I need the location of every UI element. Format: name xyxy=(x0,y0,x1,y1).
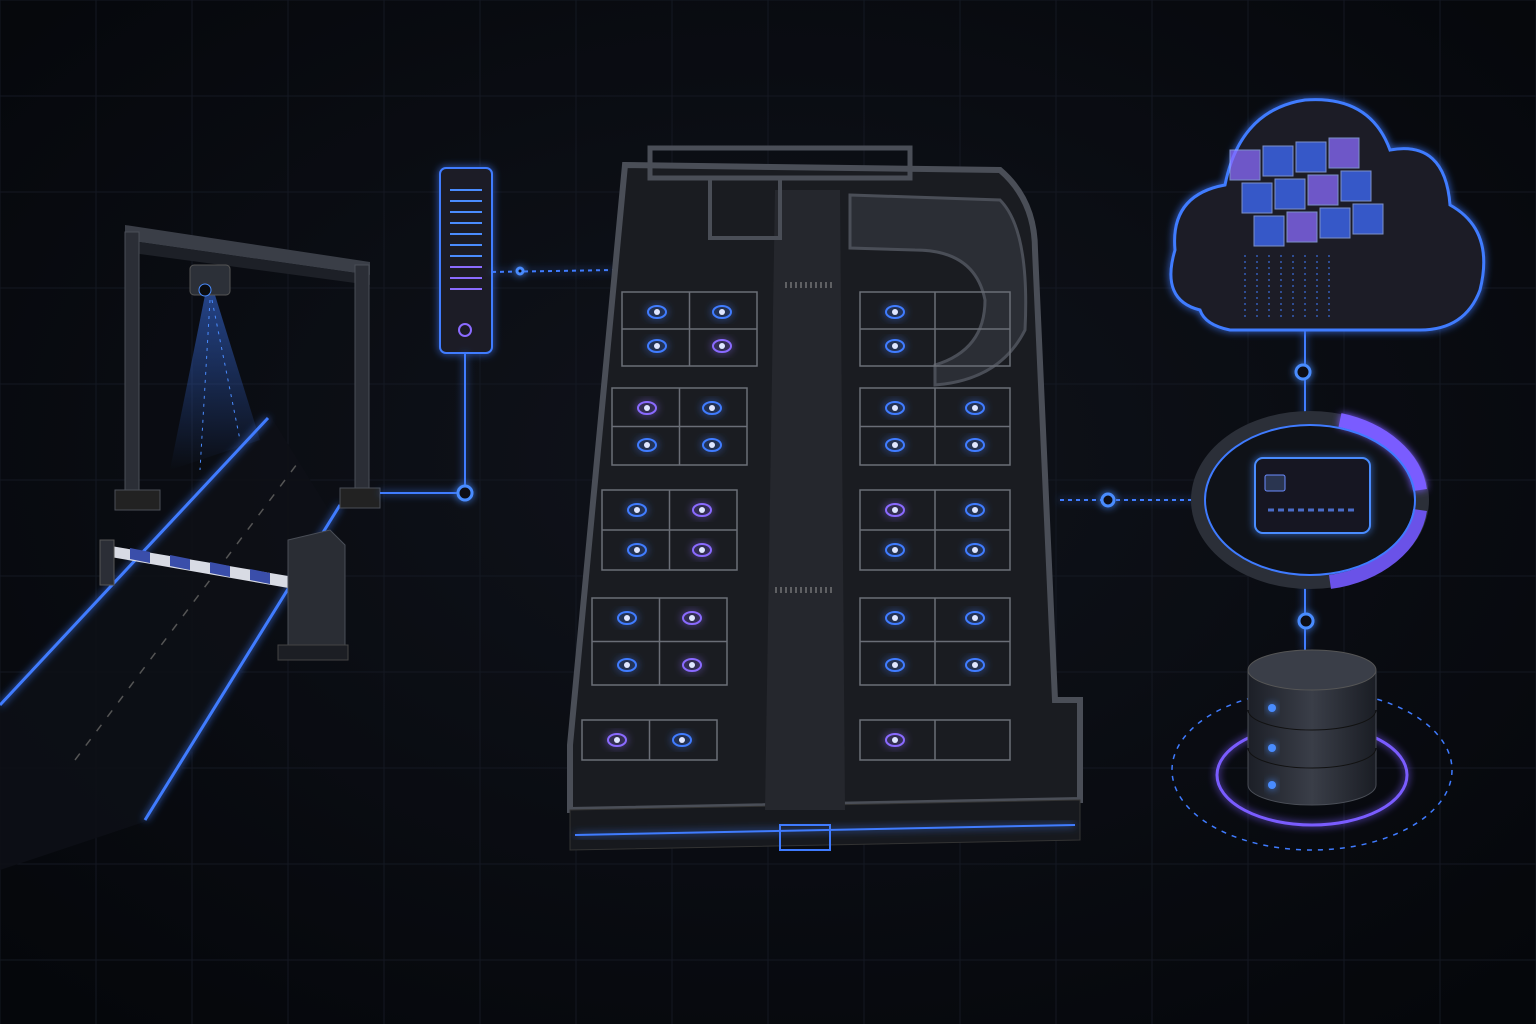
parking-sensor-dot xyxy=(682,658,702,672)
parking-sensor-dot xyxy=(647,339,667,353)
data-cube xyxy=(1319,207,1351,239)
parking-sensor-dot xyxy=(965,658,985,672)
boom-barrier-icon xyxy=(99,529,349,661)
credit-card-payment-icon xyxy=(1191,411,1429,589)
data-cube xyxy=(1328,137,1360,169)
parking-sensor-dot xyxy=(647,305,667,319)
data-cube xyxy=(1352,203,1384,235)
data-cube xyxy=(1295,141,1327,173)
parking-sensor-dot xyxy=(702,401,722,415)
parking-sensor-dot xyxy=(885,658,905,672)
parking-sensor-dot xyxy=(627,543,647,557)
data-cube xyxy=(1262,145,1294,177)
parking-sensor-dot xyxy=(965,438,985,452)
parking-sensor-dot xyxy=(702,438,722,452)
parking-sensor-dot xyxy=(965,543,985,557)
cloud-data-cubes-icon xyxy=(1169,98,1486,332)
parking-sensor-dot xyxy=(672,733,692,747)
parking-garage-floorplan xyxy=(567,145,1083,851)
database-cylinder-icon xyxy=(1171,649,1453,851)
parking-sensor-dot xyxy=(885,611,905,625)
parking-sensor-dot xyxy=(617,658,637,672)
data-cube xyxy=(1229,149,1261,181)
entry-gate-camera-icon xyxy=(114,225,381,511)
data-cube xyxy=(1286,211,1318,243)
parking-sensor-dot xyxy=(965,611,985,625)
parking-sensor-dot xyxy=(682,611,702,625)
parking-sensor-dot xyxy=(885,503,905,517)
data-cube xyxy=(1274,178,1306,210)
parking-sensor-dot xyxy=(885,438,905,452)
parking-sensor-dot xyxy=(607,733,627,747)
parking-sensor-dot xyxy=(692,543,712,557)
parking-sensor-dot xyxy=(712,339,732,353)
connection-nodes xyxy=(456,266,1315,630)
data-cube xyxy=(1241,182,1273,214)
parking-sensor-dot xyxy=(885,401,905,415)
parking-sensor-dot xyxy=(712,305,732,319)
data-cube xyxy=(1253,215,1285,247)
parking-sensor-dot xyxy=(692,503,712,517)
parking-sensor-dot xyxy=(885,305,905,319)
parking-sensor-dot xyxy=(965,503,985,517)
parking-sensor-dot xyxy=(617,611,637,625)
data-cube xyxy=(1340,170,1372,202)
parking-sensor-dot xyxy=(885,339,905,353)
parking-sensor-dot xyxy=(885,543,905,557)
parking-sensor-dot xyxy=(637,438,657,452)
ticket-kiosk-icon xyxy=(439,167,493,354)
parking-sensor-dot xyxy=(637,401,657,415)
parking-sensor-dot xyxy=(885,733,905,747)
parking-sensor-dot xyxy=(965,401,985,415)
data-cube xyxy=(1307,174,1339,206)
parking-sensor-dot xyxy=(627,503,647,517)
